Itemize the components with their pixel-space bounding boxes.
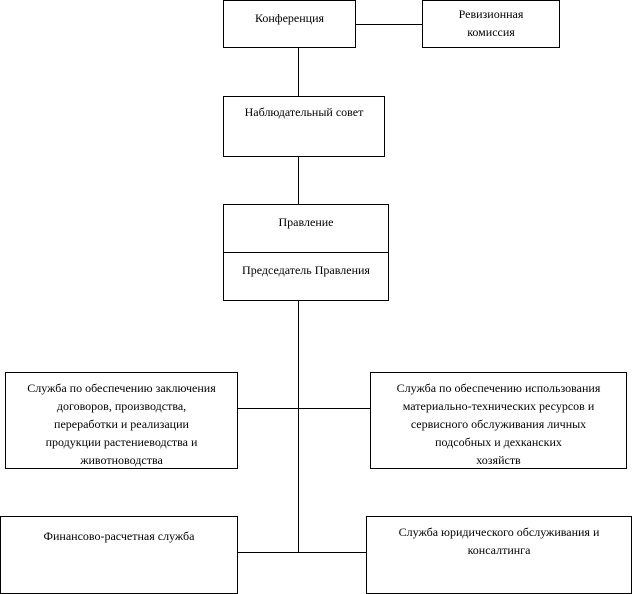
board-chairman-label: Председатель Правления (242, 263, 370, 277)
contracts-service-line: Служба по обеспечению заключения (27, 381, 216, 395)
connector-conference-audit (355, 24, 422, 25)
supervisory-board-label: Наблюдательный совет (244, 105, 364, 119)
contracts-service-box: Служба по обеспечению заключения договор… (5, 372, 238, 469)
conference-label: Конференция (254, 11, 325, 25)
audit-commission-label-line2: комиссия (467, 25, 515, 39)
board-box: Правление Председатель Правления (223, 204, 389, 301)
legal-service-line: Служба юридического обслуживания и (398, 525, 600, 539)
resources-service-line: хозяйств (476, 453, 521, 467)
connector-main-trunk (298, 300, 299, 552)
legal-service-line: консалтинга (467, 543, 531, 557)
legal-service-box: Служба юридического обслуживания и конса… (366, 516, 632, 594)
resources-service-line: Служба по обеспечению использования (396, 381, 601, 395)
conference-box: Конференция (223, 0, 356, 48)
board-divider (224, 252, 388, 253)
supervisory-board-box: Наблюдательный совет (223, 96, 385, 157)
board-label: Правление (278, 215, 334, 229)
audit-commission-box: Ревизионная комиссия (422, 0, 560, 48)
contracts-service-line: переработки и реализации (54, 417, 189, 431)
connector-conference-board (298, 48, 299, 96)
finance-service-label: Финансово-расчетная служба (43, 529, 195, 543)
connector-services-row2 (237, 552, 366, 553)
contracts-service-line: продукции растениеводства и (45, 435, 198, 449)
contracts-service-line: животноводства (80, 453, 163, 467)
connector-supervisory-board (298, 156, 299, 204)
audit-commission-label-line1: Ревизионная (458, 7, 524, 21)
resources-service-line: материально-технических ресурсов и (402, 399, 595, 413)
connector-services-row1 (237, 408, 370, 409)
resources-service-line: сервисного обслуживания личных (410, 417, 587, 431)
contracts-service-line: договоров, производства, (56, 399, 187, 413)
finance-service-box: Финансово-расчетная служба (0, 516, 238, 594)
resources-service-line: подсобных и дехканских (435, 435, 562, 449)
resources-service-box: Служба по обеспечению использования мате… (370, 372, 627, 469)
